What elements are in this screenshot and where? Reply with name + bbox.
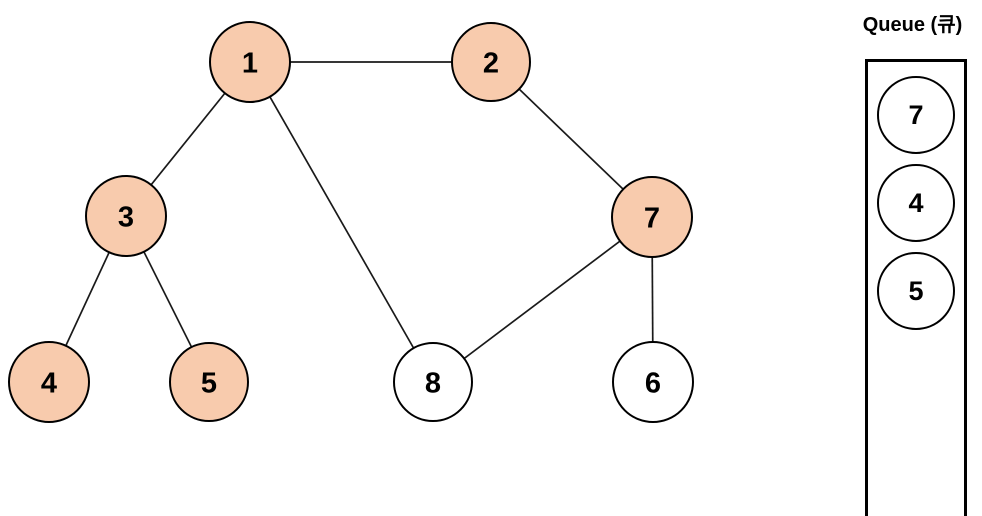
- queue-item-1: 4: [877, 164, 955, 242]
- graph-node-6: 6: [612, 341, 694, 423]
- graph-node-circle-8: [393, 342, 473, 422]
- queue-box: 7 4 5: [865, 59, 967, 516]
- graph-node-label-7: 7: [644, 202, 660, 234]
- graph-node-3: 3: [85, 175, 167, 257]
- queue-item-2: 5: [877, 252, 955, 330]
- queue-title: Queue (큐): [862, 14, 963, 36]
- graph-edge-7-8: [432, 216, 653, 383]
- graph-node-label-5: 5: [201, 367, 217, 399]
- graph-node-label-6: 6: [645, 367, 661, 399]
- graph-node-2: 2: [451, 22, 531, 102]
- graph-node-label-8: 8: [425, 367, 441, 399]
- graph-node-circle-5: [169, 342, 249, 422]
- graph-node-circle-6: [612, 341, 694, 423]
- graph-node-7: 7: [611, 176, 693, 258]
- graph-node-label-4: 4: [41, 367, 57, 399]
- graph-node-4: 4: [8, 341, 90, 423]
- graph-node-label-3: 3: [118, 201, 134, 233]
- graph-node-1: 1: [209, 21, 291, 103]
- graph-edge-1-8: [249, 61, 434, 383]
- graph-node-label-1: 1: [242, 47, 258, 79]
- graph-node-circle-2: [451, 22, 531, 102]
- graph-node-circle-4: [8, 341, 90, 423]
- graph-node-label-2: 2: [483, 47, 499, 79]
- graph-node-circle-7: [611, 176, 693, 258]
- graph-node-8: 8: [393, 342, 473, 422]
- graph-node-5: 5: [169, 342, 249, 422]
- graph-node-circle-1: [209, 21, 291, 103]
- graph-node-circle-3: [85, 175, 167, 257]
- queue-panel: Queue (큐) 7 4 5: [843, 0, 982, 516]
- queue-item-0: 7: [877, 76, 955, 154]
